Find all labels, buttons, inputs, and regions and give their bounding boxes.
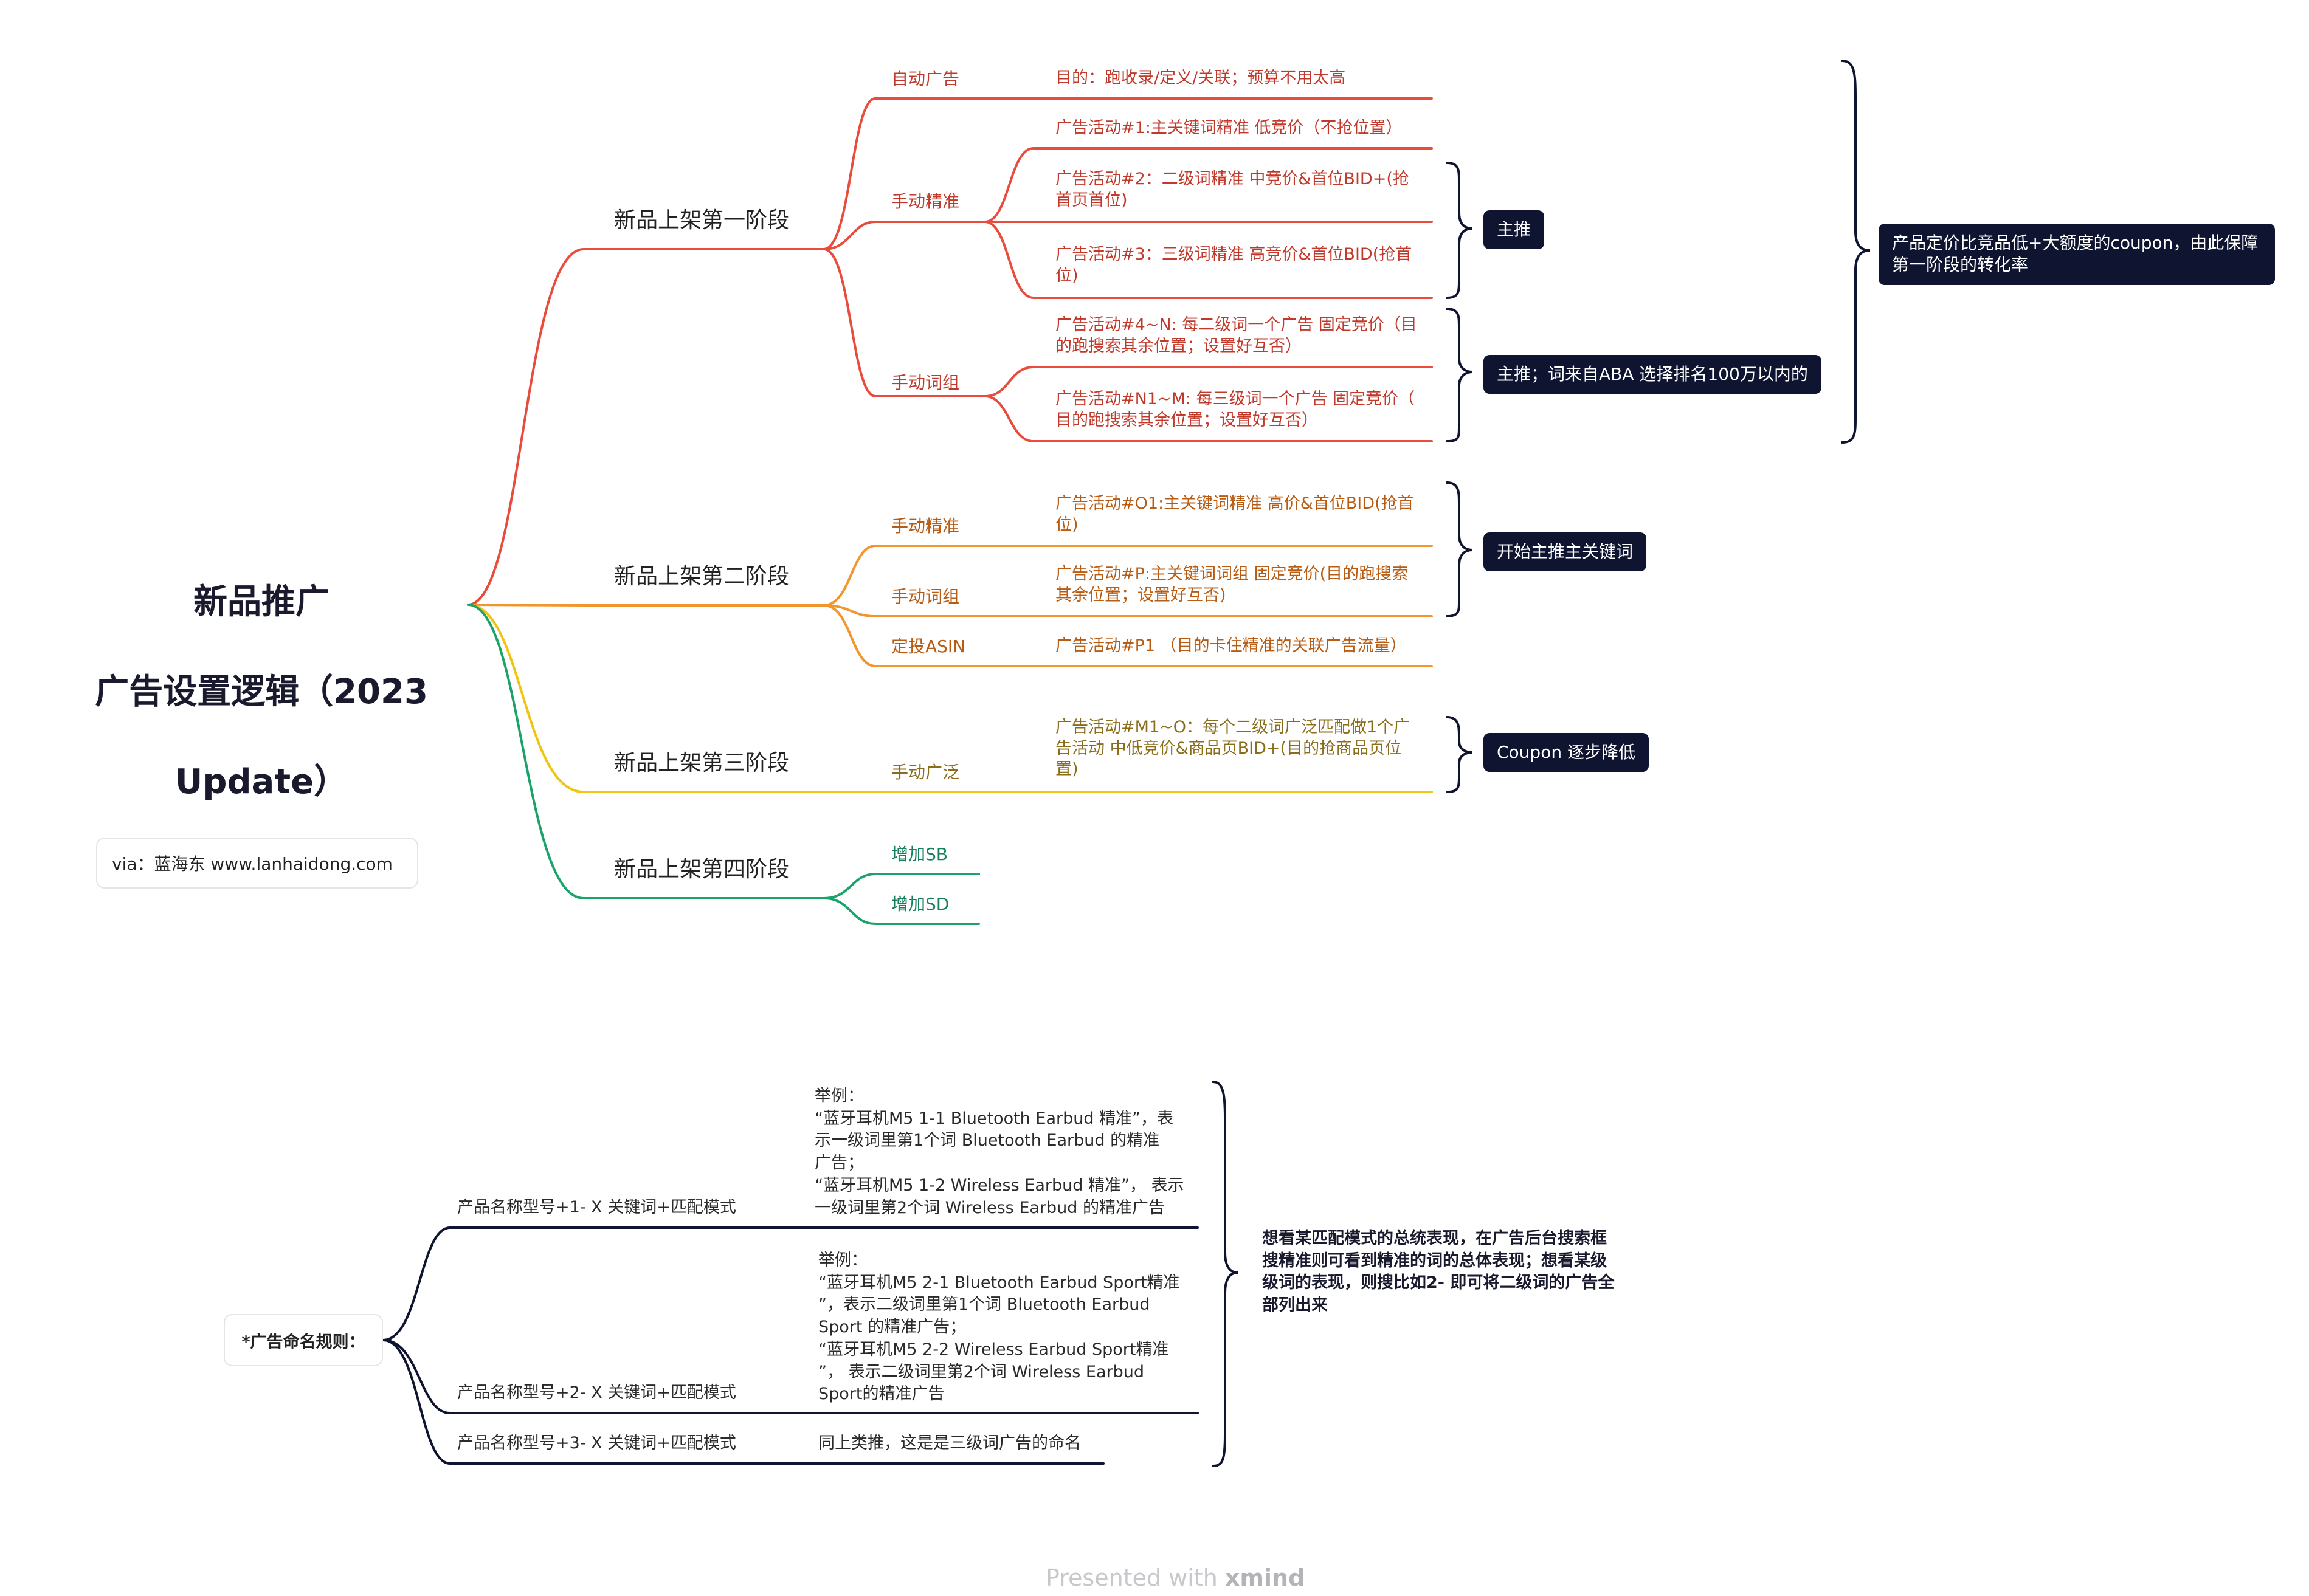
leaf-campaign-4-n[interactable]: 广告活动#4~N: 每二级词一个广告 固定竞价（目 的跑搜索其余位置；设置好互否… [1055,315,1417,356]
connector-root-stage1 [467,248,825,606]
naming-row-2-label[interactable]: 产品名称型号+2- X 关键词+匹配模式 [457,1383,736,1402]
leaf-campaign-2[interactable]: 广告活动#2：二级词精准 中竞价&首位BID+(抢 首页首位) [1055,170,1409,210]
brace-stage1-precise [1446,162,1473,299]
naming-row-3-label[interactable]: 产品名称型号+3- X 关键词+匹配模式 [457,1434,736,1453]
root-line-1: 新品推广 [193,582,330,622]
brace-stage1-phrase [1446,308,1473,442]
leaf-campaign-o1[interactable]: 广告活动#O1:主关键词精准 高价&首位BID(抢首 位) [1055,494,1414,534]
note-main-push[interactable]: 主推 [1483,210,1545,250]
stage-2-label[interactable]: 新品上架第二阶段 [614,564,790,589]
note-main-push-aba[interactable]: 主推；词来自ABA 选择排名100万以内的 [1483,355,1821,394]
root-line-2: 广告设置逻辑（2023 [95,672,428,712]
xmind-logo: xmind [1224,1564,1305,1591]
root-topic[interactable]: 新品推广 广告设置逻辑（2023 Update） [67,535,456,849]
leaf-campaign-p[interactable]: 广告活动#P:主关键词词组 固定竞价(目的跑搜索 其余位置；设置好互否) [1055,565,1409,605]
connector-root-stage4 [467,604,825,899]
branch-manual-phrase[interactable]: 手动词组 [891,373,960,393]
branch-add-sd[interactable]: 增加SD [891,894,950,914]
naming-row-3-example[interactable]: 同上类推，这是是三级词广告的命名 [818,1434,1081,1453]
leaf-campaign-3[interactable]: 广告活动#3：三级词精准 高竞价&首位BID(抢首 位) [1055,245,1412,285]
branch-s2-asin[interactable]: 定投ASIN [891,636,966,656]
brace-stage3 [1446,716,1473,793]
note-stage3[interactable]: Coupon 逐步降低 [1483,733,1649,772]
branch-manual-exact[interactable]: 手动精准 [891,191,960,212]
connector-root-stage3 [467,604,825,793]
leaf-campaign-1[interactable]: 广告活动#1:主关键词精准 低竞价（不抢位置） [1055,119,1403,137]
branch-s2-manual-exact[interactable]: 手动精准 [891,516,960,536]
stage-4-label[interactable]: 新品上架第四阶段 [614,857,790,882]
naming-row-1-label[interactable]: 产品名称型号+1- X 关键词+匹配模式 [457,1198,736,1217]
naming-rule-topic[interactable]: *广告命名规则： [224,1314,383,1366]
leaf-campaign-n1-m[interactable]: 广告活动#N1~M: 每三级词一个广告 固定竞价（ 目的跑搜索其余位置；设置好互… [1055,390,1415,430]
leaf-auto-purpose[interactable]: 目的：跑收录/定义/关联；预算不用太高 [1055,69,1346,88]
branch-s3-manual-broad[interactable]: 手动广泛 [891,762,960,782]
naming-summary[interactable]: 想看某匹配模式的总统表现，在广告后台搜索框 搜精准则可看到精准的词的总体表现；想… [1262,1229,1615,1315]
leaf-campaign-m1-o[interactable]: 广告活动#M1~O：每个二级词广泛匹配做1个广 告活动 中低竞价&商品页BID+… [1055,718,1410,779]
leaf-campaign-p1[interactable]: 广告活动#P1 （目的卡住精准的关联广告流量） [1055,636,1407,655]
root-line-3: Update） [174,762,348,802]
naming-row-2-example[interactable]: 举例： “蓝牙耳机M5 2-1 Bluetooth Earbud Sport精准… [818,1251,1180,1404]
footer-prefix: Presented with [1046,1564,1225,1591]
branch-add-sb[interactable]: 增加SB [891,844,948,864]
stage-3-label[interactable]: 新品上架第三阶段 [614,751,790,776]
note-stage1-summary[interactable]: 产品定价比竞品低+大额度的coupon，由此保障 第一阶段的转化率 [1879,224,2275,285]
stage-1-label[interactable]: 新品上架第一阶段 [614,208,790,233]
naming-row-1-example[interactable]: 举例： “蓝牙耳机M5 1-1 Bluetooth Earbud 精准”，表 示… [815,1087,1184,1217]
brace-stage2 [1446,481,1473,617]
brace-naming-summary [1212,1081,1238,1467]
brace-stage1-summary [1841,60,1871,444]
branch-auto-ads[interactable]: 自动广告 [891,69,960,89]
presented-with-footer: Presented with xmind [1046,1564,1305,1591]
note-stage2[interactable]: 开始主推主关键词 [1483,532,1647,572]
via-credit[interactable]: via：蓝海东 www.lanhaidong.com [96,838,418,889]
branch-s2-manual-phrase[interactable]: 手动词组 [891,586,960,607]
